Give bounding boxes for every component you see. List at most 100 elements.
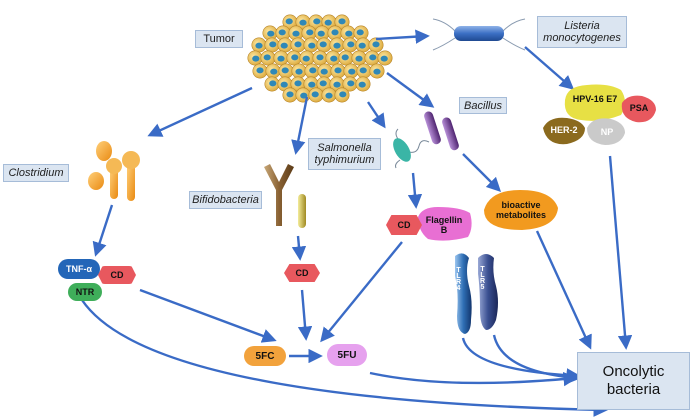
tumor-cell-nucleus [325, 92, 333, 99]
tumor-cell-nucleus [373, 68, 381, 75]
tumor-cell-nucleus [331, 29, 339, 36]
tumor-cell-nucleus [330, 55, 338, 62]
metab-label-line1: bioactive [501, 200, 541, 210]
tumor-cell-nucleus [295, 68, 303, 75]
hpv-blob [564, 84, 625, 121]
tumor-cell-nucleus [294, 80, 302, 87]
clostridium-bacterium [88, 141, 140, 201]
salmonella-bacterium [393, 128, 430, 169]
tumor-cell-nucleus [299, 19, 307, 26]
tumor-cell-nucleus [255, 42, 263, 49]
tumor-cell-nucleus [300, 92, 308, 99]
tumor-cell-nucleus [280, 81, 288, 88]
tumor-cell-nucleus [347, 41, 355, 48]
tumor-cell-nucleus [319, 80, 327, 87]
tlr4-label: TLR4 [455, 267, 462, 291]
tumor-cell-nucleus [252, 55, 260, 62]
clostridium-label: Clostridium [3, 164, 69, 182]
her2-blob [543, 117, 585, 145]
listeria-bacterium [432, 18, 526, 51]
tumor-cell-nucleus [277, 55, 285, 62]
hpv-16-e7-label: HPV-16 E7 [572, 94, 618, 104]
tumor-cell-nucleus [292, 30, 300, 37]
tumor-cell-nucleus [294, 41, 302, 48]
np-label: NP [600, 127, 614, 137]
metabolites-blob [484, 190, 558, 230]
tumor-cell-nucleus [359, 67, 367, 74]
tumor-cell-nucleus [256, 67, 264, 74]
np-blob [587, 118, 625, 145]
tlr5-receptor [478, 254, 498, 330]
cd-mid-pill: CD [284, 264, 320, 282]
psa-label: PSA [629, 103, 649, 113]
tumor-cell-nucleus [309, 67, 317, 74]
tumor-cell-nucleus [369, 54, 377, 61]
tumor-cell-nucleus [269, 41, 277, 48]
oncolytic-line1: Oncolytic [602, 363, 665, 380]
tumor-label: Tumor [195, 30, 243, 48]
tumor-cell-nucleus [339, 91, 347, 98]
tumor-cell-nucleus [356, 29, 364, 36]
tumor-cell-nucleus [281, 67, 289, 74]
tumor-cell-nucleus [308, 42, 316, 49]
salmonella-label-line2: typhimurium [314, 154, 375, 166]
cd-salmonella-pill: CD [386, 215, 422, 235]
bacillus-bacterium [424, 111, 459, 151]
tumor-cell-nucleus [302, 55, 310, 62]
tumor-cell-nucleus [291, 54, 299, 61]
flagellin-blob [418, 207, 472, 241]
oncolytic-bacteria-box: Oncolytic bacteria [577, 352, 690, 410]
listeria-label: Listeria monocytogenes [537, 16, 627, 48]
tlr5-label: TLR5 [479, 266, 486, 290]
salmonella-label-line1: Salmonella [317, 142, 372, 154]
tumor-cell-nucleus [341, 54, 349, 61]
tumor-cell-nucleus [280, 42, 288, 49]
bioactive-metabolites-label: bioactive metabolites [486, 195, 556, 225]
tumor-cell-nucleus [372, 41, 380, 48]
tumor-cell-nucleus [319, 41, 327, 48]
tumor-cell-nucleus [278, 29, 286, 36]
tumor-cell-nucleus [333, 42, 341, 49]
ntr-pill: NTR [68, 283, 102, 301]
oncolytic-line2: bacteria [606, 381, 661, 398]
her2-label: HER-2 [550, 125, 578, 135]
bifidobacteria-label: Bifidobacteria [189, 191, 262, 209]
tumor-cell-nucleus [348, 68, 356, 75]
tumor-cell-nucleus [285, 18, 293, 25]
tumor-cluster [247, 14, 393, 103]
listeria-label-line1: Listeria [564, 20, 600, 32]
tumor-cell-nucleus [263, 54, 271, 61]
tlr4-receptor [455, 253, 472, 334]
tumor-cell-nucleus [333, 81, 341, 88]
psa-blob [621, 95, 656, 123]
salmonella-label: Salmonella typhimurium [308, 138, 381, 170]
arrows [81, 29, 633, 417]
cd-left-pill: CD [98, 266, 136, 284]
listeria-label-line2: monocytogenes [543, 32, 621, 44]
tumor-cell-nucleus [308, 81, 316, 88]
tumor-cell-nucleus [338, 18, 346, 25]
tumor-cell-nucleus [358, 81, 366, 88]
tumor-cell-nucleus [267, 30, 275, 37]
tumor-cell-nucleus [306, 29, 314, 36]
tumor-cell-nucleus [355, 55, 363, 62]
tumor-cell-nucleus [345, 30, 353, 37]
tumor-cell-nucleus [334, 67, 342, 74]
tumor-cell-nucleus [380, 55, 388, 62]
flagellin-label-line1: Flagellin [425, 215, 463, 225]
tumor-cell-nucleus [317, 30, 325, 37]
tumor-cell-nucleus [324, 19, 332, 26]
tnf-alpha-pill: TNF-α [58, 259, 100, 279]
tumor-cell-nucleus [358, 42, 366, 49]
5fu-pill: 5FU [327, 344, 367, 366]
tumor-cell-nucleus [269, 80, 277, 87]
tumor-cell-nucleus [311, 91, 319, 98]
tumor-cell-nucleus [286, 91, 294, 98]
tumor-cell-nucleus [313, 18, 321, 25]
tumor-cell-nucleus [316, 54, 324, 61]
bacillus-label: Bacillus [459, 97, 507, 114]
flagellin-label-line2: B [440, 225, 448, 235]
5fc-pill: 5FC [244, 346, 286, 366]
tumor-cell-nucleus [347, 80, 355, 87]
